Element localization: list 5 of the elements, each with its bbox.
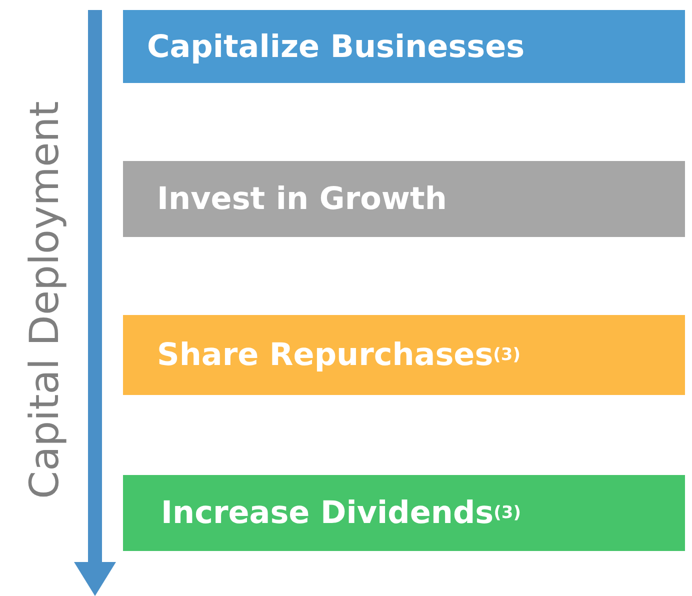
- category-banner: Share Repurchases$^{(3)}$: [123, 315, 685, 395]
- category-banner: Capitalize Businesses: [123, 10, 685, 83]
- category-banner: Invest in Growth: [123, 161, 685, 237]
- axis-label: Capital Deployment: [22, 101, 68, 499]
- category-banner: Increase Dividends$^{(3)}$: [123, 475, 685, 551]
